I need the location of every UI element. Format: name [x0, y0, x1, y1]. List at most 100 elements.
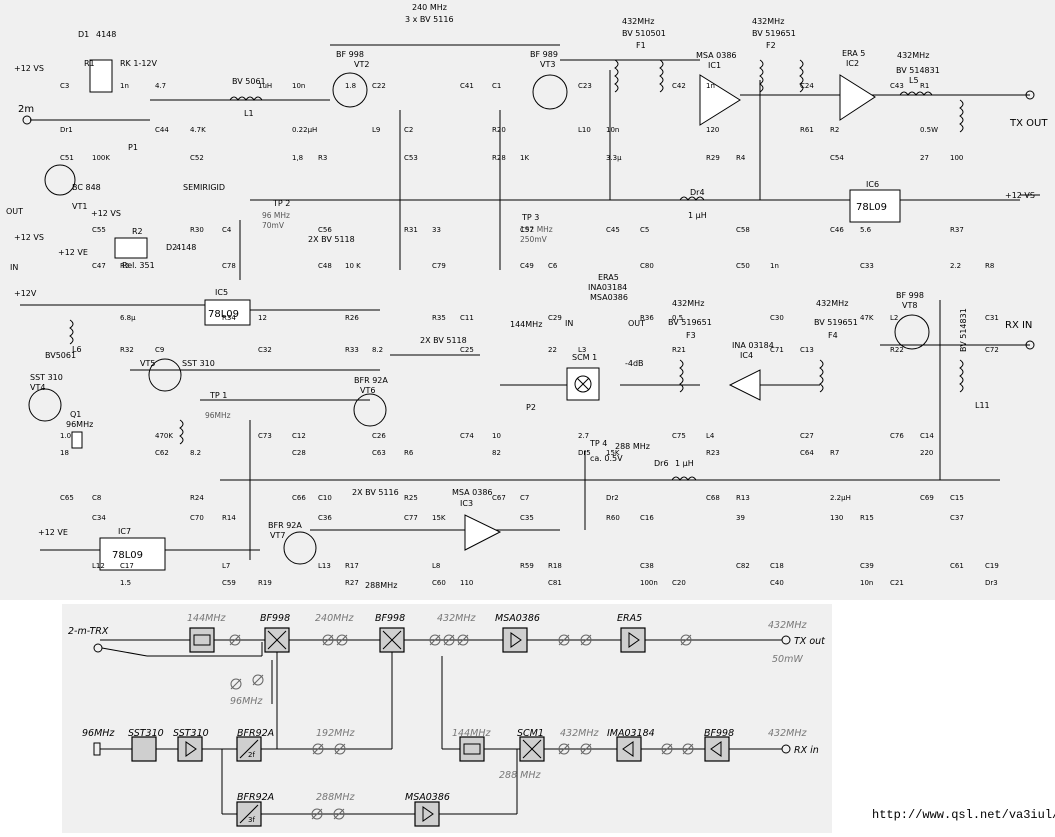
component-label: 470K: [155, 432, 173, 440]
label-vt8-type: BF 998: [896, 291, 924, 300]
block-label-msa0386-a: MSA0386: [495, 613, 540, 624]
component-label: C7: [520, 494, 529, 502]
label-top-transistors: 3 x BV 5116: [405, 15, 454, 24]
block-label-432-a: 432MHz: [437, 613, 476, 624]
block-label-96-tap: 96MHz: [230, 696, 263, 707]
component-label: L4: [706, 432, 715, 440]
block-label-240: 240MHz: [315, 613, 354, 624]
component-label: Dr1: [60, 126, 73, 134]
label-vt5-type: SST 310: [182, 359, 215, 368]
component-label: L3: [578, 346, 586, 354]
label-12ve-r2: +12 VE: [58, 248, 88, 257]
transistor-symbols: [28, 72, 930, 565]
component-label: 22: [548, 346, 557, 354]
component-label: C1: [492, 82, 501, 90]
label-rx-in: RX IN: [1005, 320, 1032, 331]
label-f3-freq: 432MHz: [672, 299, 704, 308]
block-amp-era5: [620, 627, 646, 653]
component-label: L8: [432, 562, 440, 570]
block-label-bf998-a: BF998: [260, 613, 290, 624]
label-l6: L6: [72, 345, 82, 354]
component-label: 100n: [640, 579, 658, 587]
block-label-era5: ERA5: [617, 613, 642, 624]
component-label: 27: [920, 154, 929, 162]
component-label: C31: [985, 314, 999, 322]
component-label: L10: [578, 126, 591, 134]
block-label-bf998-b: BF998: [375, 613, 405, 624]
label-freq-144: 144MHz: [510, 320, 542, 329]
label-bc848: BC 848: [72, 183, 101, 192]
crystal-symbol: [71, 431, 83, 449]
component-label: R22: [890, 346, 904, 354]
component-label: C53: [404, 154, 418, 162]
block-label-ima03184: IMA03184: [607, 728, 655, 739]
component-label: L7: [222, 562, 230, 570]
label-ic5: IC5: [215, 288, 228, 297]
block-label-192: 192MHz: [316, 728, 355, 739]
component-label: C56: [318, 226, 332, 234]
component-label: C81: [548, 579, 562, 587]
component-label: L12: [92, 562, 105, 570]
label-ic7-type: 78L09: [112, 550, 143, 561]
component-label: C16: [640, 514, 654, 522]
label-vt6: VT6: [360, 386, 375, 395]
label-ic6: IC6: [866, 180, 879, 189]
component-label: R30: [190, 226, 204, 234]
component-label: R28: [492, 154, 506, 162]
component-label: C42: [672, 82, 686, 90]
block-label-2f: 2f: [248, 751, 255, 759]
label-top-freq: 240 MHz: [412, 3, 447, 12]
component-label: 3.3µ: [606, 154, 622, 162]
component-label: C36: [318, 514, 332, 522]
label-f4-freq: 432MHz: [816, 299, 848, 308]
block-label-144-b: 144MHz: [452, 728, 491, 739]
component-label: 4.7: [155, 82, 166, 90]
label-scm-out: OUT: [628, 319, 645, 328]
block-amp-bf998-rx: [704, 736, 730, 762]
label-ic6-type: 78L09: [856, 202, 887, 213]
label-tp4: TP 4: [589, 439, 607, 448]
label-r1: R1: [84, 59, 95, 68]
block-label-432-tx: 432MHz: [768, 620, 807, 631]
label-12vs-left: +12 VS: [14, 64, 44, 73]
component-label: C82: [736, 562, 750, 570]
block-osc-sst310: [131, 736, 157, 762]
component-label: C50: [736, 262, 750, 270]
component-label: 1n: [706, 82, 715, 90]
component-label: R61: [800, 126, 814, 134]
label-dr4: Dr4: [690, 188, 705, 197]
label-vt3-type: BF 989: [530, 50, 558, 59]
label-l7-l8-type: 2X BV 5118: [308, 235, 355, 244]
component-label: C11: [460, 314, 474, 322]
label-q1-freq: 96MHz: [66, 420, 93, 429]
component-label: C63: [372, 449, 386, 457]
component-label: C58: [736, 226, 750, 234]
label-vt7-type: BFR 92A: [268, 521, 302, 530]
label-scm1: SCM 1: [572, 353, 597, 362]
relay-symbols: [89, 59, 148, 259]
label-dr6-val: 1 µH: [675, 459, 694, 468]
component-label: 1.8: [345, 82, 356, 90]
label-vt3: VT3: [540, 60, 555, 69]
label-ic1-type: MSA 0386: [696, 51, 737, 60]
component-label: C14: [920, 432, 934, 440]
label-tp3: TP 3: [521, 213, 539, 222]
component-label: C23: [578, 82, 592, 90]
schematic-diagram: 240 MHz 3 x BV 5116 432MHz BV 510501 F1 …: [0, 0, 1055, 600]
component-label: 10: [492, 432, 501, 440]
component-label: C57: [520, 226, 534, 234]
component-label: 10n: [292, 82, 305, 90]
component-label: C2: [404, 126, 413, 134]
block-wiring: [100, 639, 782, 815]
block-label-432-rx: 432MHz: [768, 728, 807, 739]
component-label: R31: [404, 226, 418, 234]
label-vt7: VT7: [270, 531, 285, 540]
component-label: C13: [800, 346, 814, 354]
label-bv5061-l1: BV 5061: [232, 77, 266, 86]
label-out: OUT: [6, 207, 23, 216]
label-rel: Rel. 351: [122, 261, 155, 270]
block-label-tx-out: TX out: [794, 636, 826, 647]
block-label-sst310-a: SST310: [128, 728, 164, 739]
label-f1-type: BV 510501: [622, 29, 666, 38]
component-label: C19: [985, 562, 999, 570]
